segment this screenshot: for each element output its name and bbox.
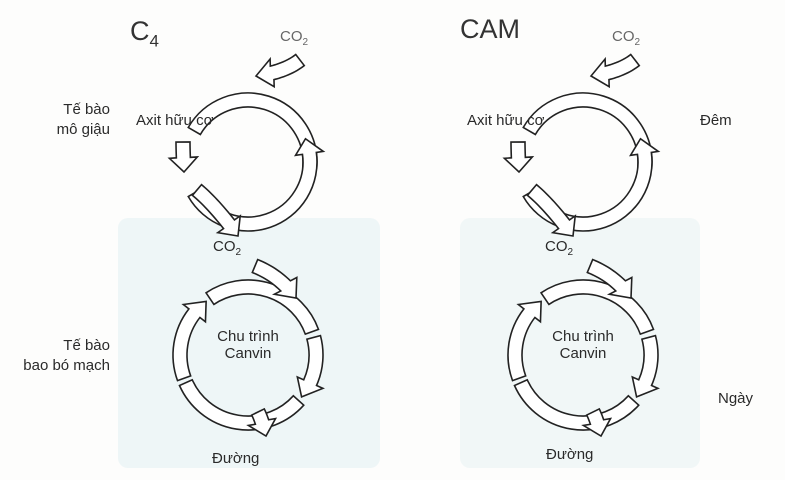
cam-co2-release-arrow: [526, 183, 577, 237]
cam-calvin-arrow-left: [507, 300, 542, 382]
cam-co2-input-arrow: [589, 53, 641, 89]
bundle-sheath-tint-left: [118, 218, 380, 468]
c4-sugar-label: Đường: [212, 450, 260, 467]
cam-co2-into-calvin-arrow: [586, 258, 633, 299]
cam-sugar-label: Đường: [546, 446, 594, 463]
c4-acid-down-arrow: [167, 141, 200, 174]
day-tint-right: [460, 218, 700, 468]
cam-upper-cycle-top-arc: [522, 92, 653, 169]
night-label: Đêm: [700, 112, 732, 129]
c4-co2-input-arrow: [254, 53, 306, 89]
cam-co2-mid-label: CO2: [545, 238, 574, 258]
c4-co2-input-label: CO2: [280, 28, 309, 48]
c4-calvin-arrow-left: [172, 300, 207, 382]
c4-organic-acid-label: Axit hữu cơ: [136, 112, 214, 129]
c4-title: C4: [130, 16, 159, 51]
cam-title: CAM: [460, 14, 520, 44]
c4-upper-cycle-top-arc: [187, 92, 318, 169]
c4-co2-mid-label: CO2: [213, 238, 242, 258]
c4-upper-cycle-bottom-arrow: [187, 137, 326, 232]
cam-co2-input-label: CO2: [612, 28, 641, 48]
c4-co2-into-calvin-arrow: [251, 258, 298, 299]
c4-sugar-output-arrow: [246, 407, 278, 438]
cam-acid-down-arrow: [502, 141, 535, 174]
day-label: Ngày: [718, 390, 754, 407]
cam-calvin-arrow-right: [631, 334, 660, 398]
cam-organic-acid-label: Axit hữu cơ: [467, 112, 545, 129]
cam-upper-cycle-bottom-arrow: [522, 137, 661, 232]
c4-co2-release-arrow: [191, 183, 242, 237]
c4-calvin-arrow-right: [296, 334, 325, 398]
cam-sugar-output-arrow: [581, 407, 613, 438]
